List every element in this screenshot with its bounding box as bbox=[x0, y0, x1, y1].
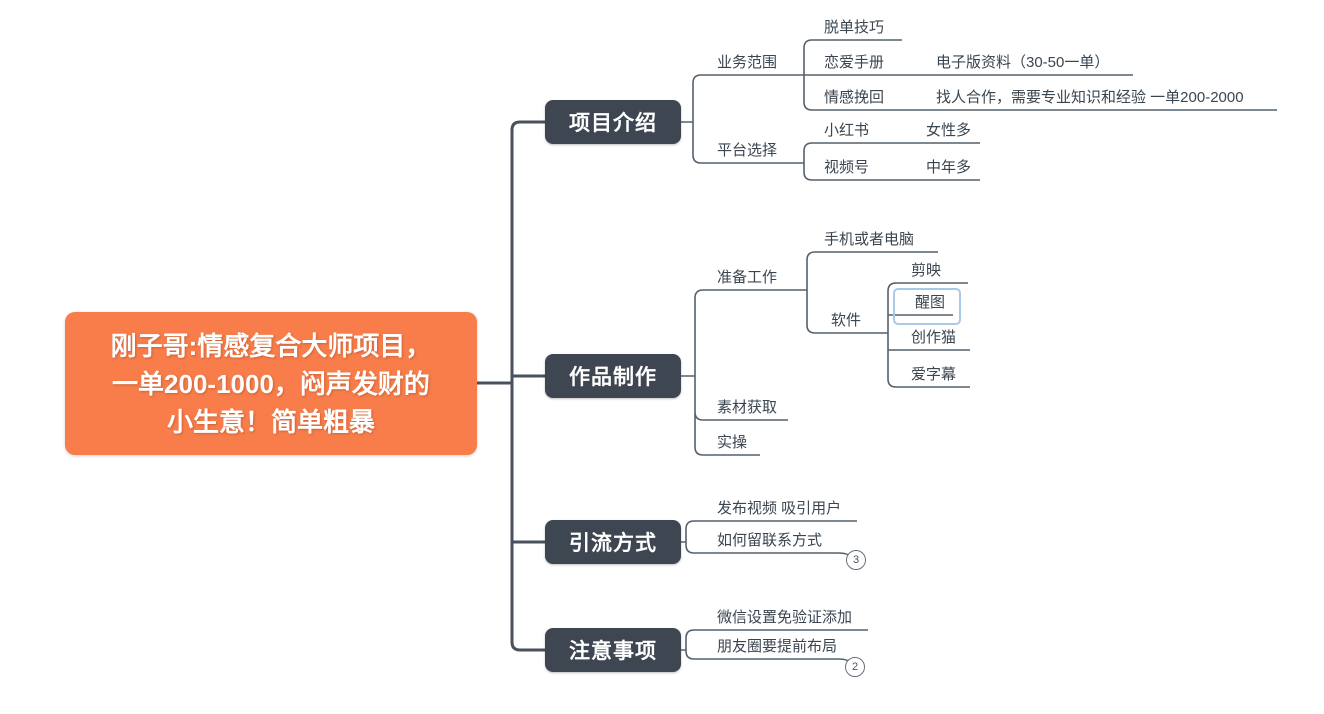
subtopic-preparation[interactable]: 准备工作 bbox=[717, 269, 778, 286]
subtopic-xingtu-selected[interactable]: 醒图 bbox=[915, 294, 946, 311]
subtopic-middle-aged[interactable]: 中年多 bbox=[926, 159, 972, 176]
root-line-1: 刚子哥:情感复合大师项目， bbox=[110, 330, 432, 361]
subtopic-chuangzuomao[interactable]: 创作猫 bbox=[911, 329, 957, 346]
root-node[interactable]: 刚子哥:情感复合大师项目， 一单200-1000，闷声发财的 小生意！简单粗暴 bbox=[65, 312, 477, 455]
main-topic-work-production[interactable]: 作品制作 bbox=[545, 354, 681, 398]
subtopic-material-obtain[interactable]: 素材获取 bbox=[717, 399, 778, 416]
subtopic-practice[interactable]: 实操 bbox=[717, 434, 748, 451]
subtopic-business-scope[interactable]: 业务范围 bbox=[717, 54, 778, 71]
subtopic-moments-layout[interactable]: 朋友圈要提前布局 bbox=[717, 638, 838, 655]
subtopic-aizimu[interactable]: 爱字幕 bbox=[911, 366, 957, 383]
collapse-badge-3[interactable]: 3 bbox=[846, 550, 866, 570]
main-topic-traffic-method[interactable]: 引流方式 bbox=[545, 520, 681, 564]
subtopic-mostly-female[interactable]: 女性多 bbox=[926, 122, 972, 139]
subtopic-video-account[interactable]: 视频号 bbox=[824, 159, 870, 176]
root-line-2: 一单200-1000，闷声发财的 bbox=[112, 368, 430, 399]
selection-highlight bbox=[893, 288, 961, 325]
subtopic-xiaohongshu[interactable]: 小红书 bbox=[824, 122, 870, 139]
branch2-lines bbox=[681, 251, 970, 456]
subtopic-love-manual[interactable]: 恋爱手册 bbox=[824, 54, 885, 71]
subtopic-publish-video[interactable]: 发布视频 吸引用户 bbox=[717, 500, 842, 517]
subtopic-wechat-no-verify[interactable]: 微信设置免验证添加 bbox=[717, 609, 853, 626]
subtopic-emotion-recovery[interactable]: 情感挽回 bbox=[824, 89, 885, 106]
subtopic-leave-contact[interactable]: 如何留联系方式 bbox=[717, 532, 823, 549]
subtopic-single-skills[interactable]: 脱单技巧 bbox=[824, 19, 885, 36]
branch1-lines bbox=[681, 39, 1277, 181]
subtopic-phone-or-pc[interactable]: 手机或者电脑 bbox=[824, 231, 915, 248]
subtopic-platform-choice[interactable]: 平台选择 bbox=[717, 142, 778, 159]
subtopic-software[interactable]: 软件 bbox=[831, 312, 862, 329]
subtopic-jianying[interactable]: 剪映 bbox=[911, 262, 942, 279]
root-line-3: 小生意！简单粗暴 bbox=[166, 406, 375, 437]
subtopic-cooperation-note[interactable]: 找人合作，需要专业知识和经验 一单200-2000 bbox=[936, 89, 1244, 106]
collapse-badge-2[interactable]: 2 bbox=[845, 657, 865, 677]
main-topic-notes[interactable]: 注意事项 bbox=[545, 628, 681, 672]
subtopic-ebook-material[interactable]: 电子版资料（30-50一单） bbox=[936, 54, 1110, 71]
spine-lines bbox=[475, 120, 547, 652]
main-topic-project-intro[interactable]: 项目介绍 bbox=[545, 100, 681, 144]
